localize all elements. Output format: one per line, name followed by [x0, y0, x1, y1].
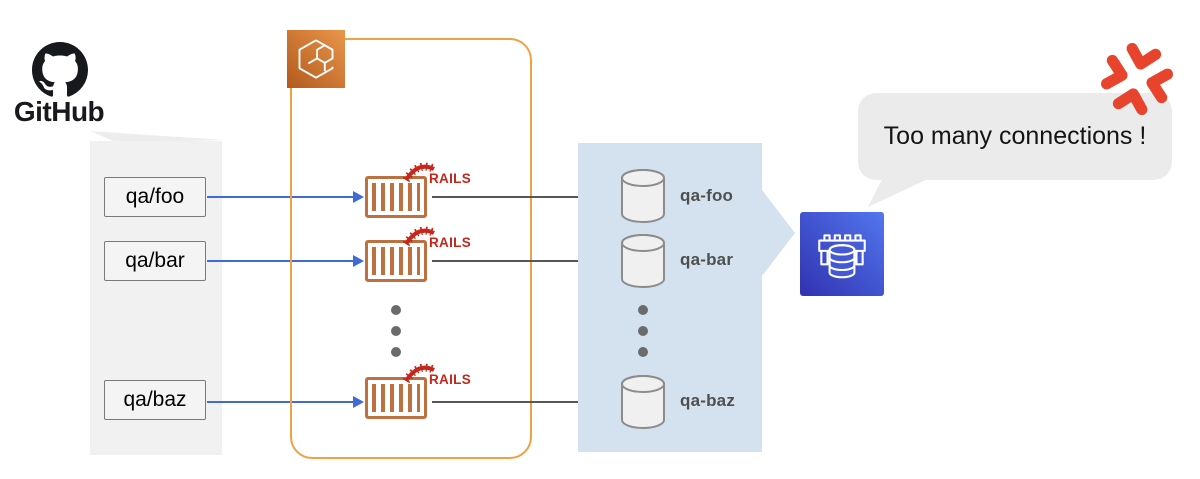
rails-swoosh-icon	[403, 363, 436, 383]
ellipsis-dot	[391, 326, 401, 336]
container-crate-icon	[365, 240, 427, 282]
speech-bubble-text: Too many connections !	[883, 122, 1147, 150]
deploy-arrow	[207, 191, 364, 203]
rails-wordmark: RAILS	[429, 235, 471, 250]
ellipsis-dot	[391, 305, 401, 315]
deploy-arrow	[207, 255, 364, 267]
database-label: qa-baz	[680, 391, 736, 410]
rails-logo: RAILS	[403, 224, 471, 250]
anger-symbol-icon	[1100, 42, 1174, 116]
rails-service: RAILS	[365, 226, 471, 282]
rails-logo: RAILS	[403, 160, 471, 186]
speech-bubble-tail	[868, 179, 928, 207]
ellipsis-dot	[638, 305, 648, 315]
ellipsis-dot	[638, 326, 648, 336]
ecs-cluster-boundary	[290, 38, 532, 459]
container-crate-icon	[365, 176, 427, 218]
ellipsis-dot	[638, 347, 648, 357]
database-cylinder-icon	[621, 375, 665, 429]
ellipsis-dot	[391, 347, 401, 357]
repo-box-qa-foo: qa/foo	[104, 177, 206, 217]
repo-box-qa-bar: qa/bar	[104, 241, 206, 281]
database-cylinder-icon	[621, 234, 665, 288]
repo-label: qa/bar	[125, 249, 185, 272]
databases-panel	[578, 143, 762, 452]
github-octocat-icon	[32, 42, 88, 97]
rails-logo: RAILS	[403, 361, 471, 387]
aws-ecs-icon	[287, 30, 345, 88]
database-label: qa-bar	[680, 250, 734, 269]
database-cylinder-icon	[621, 169, 665, 223]
rails-service: RAILS	[365, 162, 471, 218]
repo-box-qa-baz: qa/baz	[104, 380, 206, 420]
rails-wordmark: RAILS	[429, 372, 471, 387]
rails-swoosh-icon	[403, 226, 436, 246]
aws-rds-proxy-icon	[800, 212, 884, 296]
repo-label: qa/foo	[125, 185, 185, 208]
database-label: qa-foo	[680, 186, 734, 205]
rails-service: RAILS	[365, 363, 471, 419]
databases-panel-arrow-tip	[762, 190, 795, 276]
container-crate-icon	[365, 377, 427, 419]
deploy-arrow	[207, 396, 364, 408]
github-callout-wedge	[90, 131, 225, 143]
rails-swoosh-icon	[403, 162, 436, 182]
rails-wordmark: RAILS	[429, 171, 471, 186]
repo-label: qa/baz	[123, 388, 187, 411]
github-label: GitHub	[13, 96, 105, 127]
